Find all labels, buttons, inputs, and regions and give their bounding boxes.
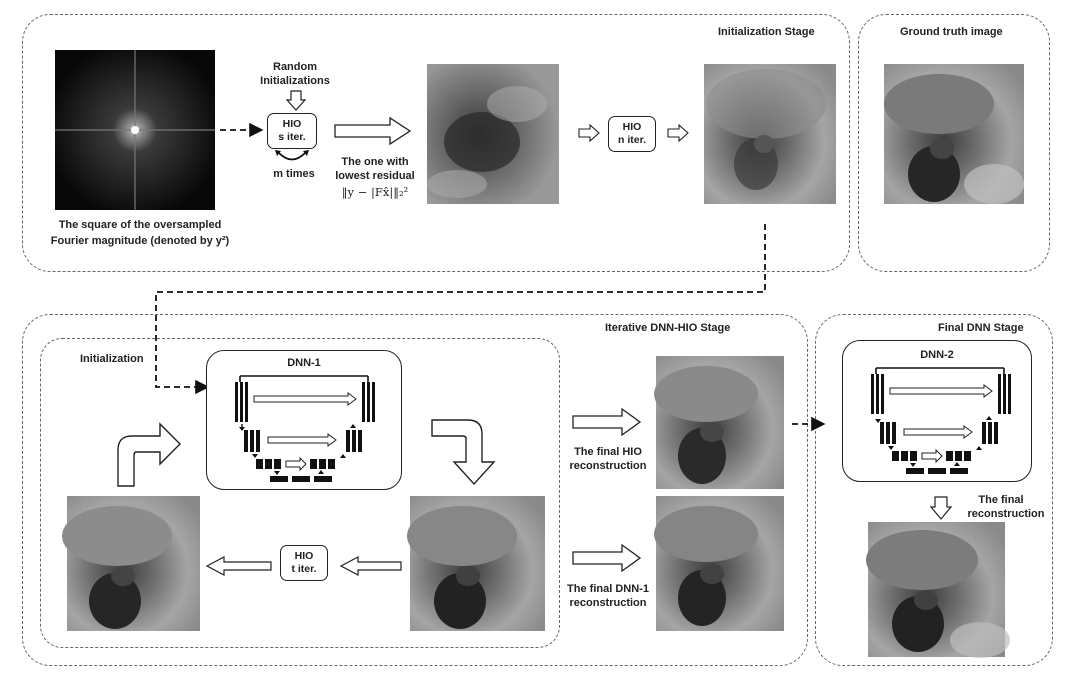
hollow-arrow-to-best-init [334,116,412,146]
fourier-magnitude-image [55,50,215,210]
residual-formula: ‖y − |Fx̂|‖₂² [341,185,409,199]
final-dnn1-line2: reconstruction [569,597,647,609]
iterative-dnn-hio-stage-panel [22,314,808,666]
ground-truth-title: Ground truth image [900,26,1003,38]
lowest-residual-line2: lowest residual [335,170,415,182]
down-arrow-to-final-recon [929,496,953,520]
fourier-caption-line2: Fourier magnitude (denoted by y²) [50,235,230,247]
loop-arrow-icon [275,150,309,161]
hio-n-line1: HIO [622,121,642,133]
iterative-inner-panel [40,338,560,648]
hollow-arrow-from-hio-n [667,123,689,143]
final-dnn-stage-panel [815,314,1053,666]
final-reconstruction-image [866,522,1010,658]
final-hio-line1: The final HIO [574,446,642,458]
iteration-input-image [62,496,200,631]
final-dnn1-reconstruction-image [654,496,784,631]
initialization-label: Initialization [80,353,144,365]
hollow-arrow-to-hio-n [578,123,600,143]
m-times-label: m times [273,168,315,180]
curved-arrow-out-of-dnn1 [431,419,496,486]
final-hio-line2: reconstruction [569,460,647,472]
initialization-stage-title: Initialization Stage [718,26,815,38]
final-recon-line1: The final [978,494,1024,506]
initialization-result-image [704,64,836,204]
hio-t-line2: t iter. [291,563,317,575]
ground-truth-panel [858,14,1050,272]
ground-truth-image [884,64,1024,204]
hio-s-line1: HIO [282,118,302,130]
final-dnn1-line1: The final DNN-1 [567,583,649,595]
hollow-arrow-to-final-hio [572,407,642,437]
dnn1-unet-diagram [235,375,375,482]
lowest-residual-line1: The one with [341,156,409,168]
down-arrow-random-init [285,90,307,111]
dnn2-title: DNN-2 [920,349,954,361]
hollow-arrow-to-input [205,556,272,576]
hollow-arrow-to-hio-t [339,556,402,576]
dashed-arrow-to-final-stage [792,416,826,432]
random-init-line2: Initializations [260,75,330,87]
hio-n-line2: n iter. [617,134,646,146]
dashed-connector-init-to-iterative [155,224,766,395]
hio-s-iter-box: HIO s iter. [267,113,317,149]
fourier-caption-line1: The square of the oversampled [58,219,222,231]
hio-s-line2: s iter. [278,131,306,143]
random-init-line1: Random [273,61,317,73]
curved-arrow-into-dnn1 [117,422,181,487]
iterative-stage-title: Iterative DNN-HIO Stage [605,322,731,334]
dnn1-title: DNN-1 [287,357,321,369]
final-recon-line2: reconstruction [967,508,1045,520]
dashed-arrow-fourier-to-hio [220,122,264,138]
initialization-stage-panel [22,14,850,272]
final-hio-reconstruction-image [654,356,784,489]
hio-t-line1: HIO [294,550,314,562]
final-stage-title: Final DNN Stage [938,322,1024,334]
hio-t-iter-box: HIO t iter. [280,545,328,581]
best-random-init-image [427,64,559,204]
dnn1-output-image [407,496,545,631]
dnn2-unet-diagram [871,367,1011,474]
hollow-arrow-to-final-dnn1 [572,543,642,573]
hio-n-iter-box: HIO n iter. [608,116,656,152]
